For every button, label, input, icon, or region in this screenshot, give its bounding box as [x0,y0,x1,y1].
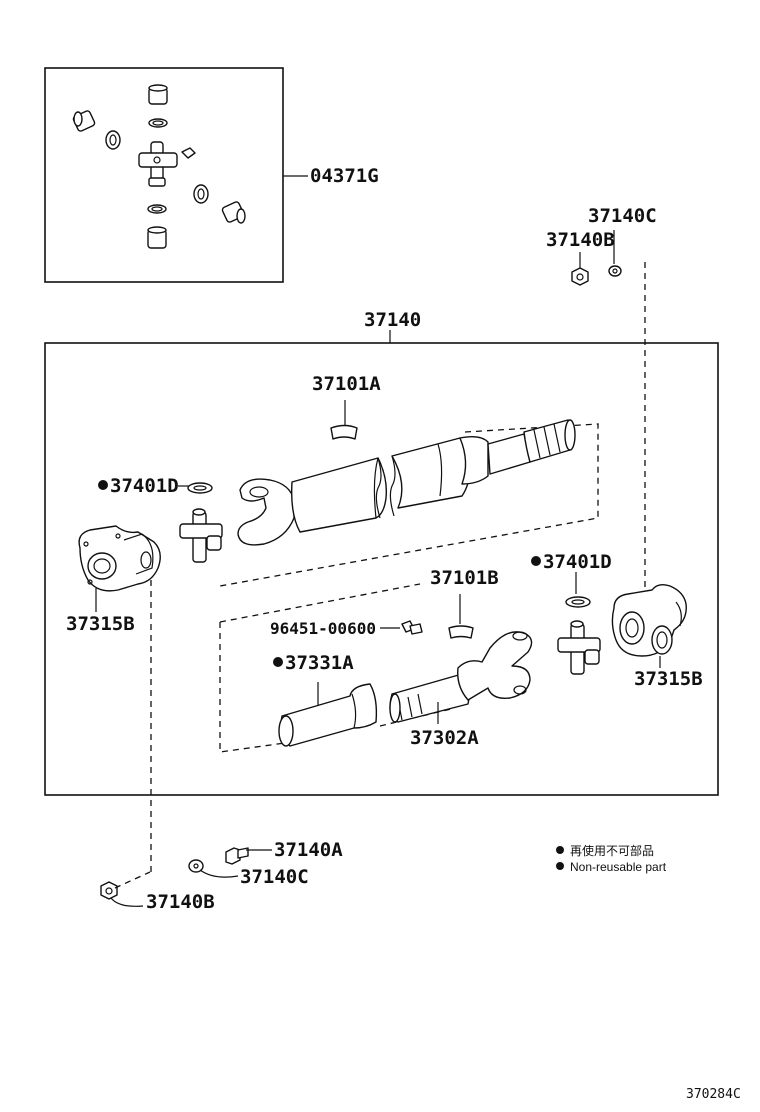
balance-weight-37101a [330,424,358,440]
label-37101a: 37101A [312,373,381,395]
snap-ring-37401d-left [187,482,213,494]
label-37401d-left: 37401D [110,475,179,497]
label-37101b: 37101B [430,567,499,589]
non-reusable-marker-37401d-left [98,480,108,490]
front-propeller-shaft [237,419,576,546]
nut-37140b-top [571,252,589,286]
dust-boot-37331a [278,683,378,747]
propeller-shaft-assembly-box [44,342,719,796]
label-96451-00600: 96451-00600 [270,619,376,638]
label-37302a: 37302A [410,727,479,749]
bolt-37140a [225,847,249,865]
snap-ring-37401d-right [565,596,591,608]
flange-yoke-37315b-left [78,525,161,592]
washer-37140c-bottom [188,859,204,873]
balance-weight-37101b [448,625,474,639]
label-37315b-left: 37315B [66,613,135,635]
universal-joint-kit-box [44,67,308,283]
washer-37140c-top [608,230,622,277]
label-37140b-bottom: 37140B [146,891,215,913]
grease-fitting-96451-00600 [401,620,423,635]
label-37140b-top: 37140B [546,229,615,251]
spider-right [557,620,601,675]
label-37140c-top: 37140C [588,205,657,227]
label-37401d-right: 37401D [543,551,612,573]
legend-japanese-text: 再使用不可部品 [570,843,654,858]
dashed-outline-front-shaft [219,423,599,587]
spider-left [179,508,223,563]
label-04371g: 04371G [310,165,379,187]
legend: 再使用不可部品 Non-reusable part [556,843,667,874]
filled-dot-icon [556,846,564,854]
slip-yoke-37302a [389,631,533,723]
non-reusable-marker-37331a [273,657,283,667]
nut-37140b-bottom [100,881,118,900]
label-37315b-right: 37315B [634,668,703,690]
label-37331a: 37331A [285,652,354,674]
label-37140a: 37140A [274,839,343,861]
non-reusable-marker-37401d-right [531,556,541,566]
drawing-code: 370284C [686,1087,741,1102]
label-37140: 37140 [364,309,421,331]
legend-english-text: Non-reusable part [570,860,667,874]
universal-joint-kit-parts [72,84,246,249]
flange-yoke-37315b-right [611,583,687,657]
filled-dot-icon [556,862,564,870]
label-37140c-bottom: 37140C [240,866,309,888]
